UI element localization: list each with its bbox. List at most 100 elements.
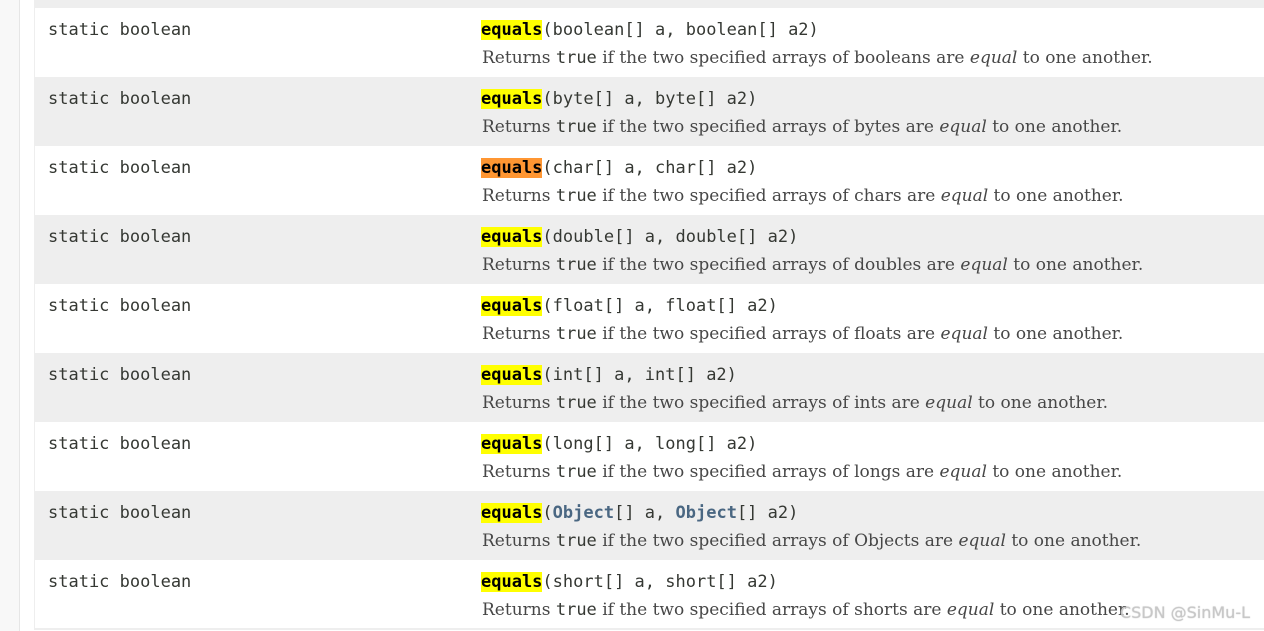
modifier-type: static boolean bbox=[48, 296, 192, 316]
desc-text: Returns bbox=[482, 186, 556, 206]
table-row: static boolean equals(int[] a, int[] a2)… bbox=[35, 353, 1264, 422]
method-signature: equals(byte[] a, byte[] a2) bbox=[481, 87, 757, 111]
method-signature: equals(short[] a, short[] a2) bbox=[481, 570, 778, 594]
method-link-equals-current-match[interactable]: equals bbox=[481, 158, 543, 178]
desc-text: if the two specified arrays of Objects a… bbox=[596, 531, 959, 551]
emphasis-equal: equal bbox=[939, 117, 987, 137]
method-link-equals[interactable]: equals bbox=[481, 20, 543, 40]
paren-open: ( bbox=[542, 434, 553, 454]
method-link-equals[interactable]: equals bbox=[481, 503, 543, 523]
method-description: Returns true if the two specified arrays… bbox=[482, 253, 1143, 277]
modifier-type: static boolean bbox=[48, 365, 192, 385]
method-description: Returns true if the two specified arrays… bbox=[482, 46, 1153, 70]
method-description: Returns true if the two specified arrays… bbox=[482, 529, 1141, 553]
object-type-link[interactable]: Object bbox=[675, 503, 737, 523]
code-true: true bbox=[555, 255, 597, 275]
method-signature: equals(int[] a, int[] a2) bbox=[481, 363, 737, 387]
desc-text: to one another. bbox=[986, 462, 1123, 482]
desc-text: to one another. bbox=[1007, 255, 1144, 275]
modifier-type: static boolean bbox=[48, 158, 192, 178]
desc-text: if the two specified arrays of bytes are bbox=[596, 117, 940, 137]
code-true: true bbox=[555, 117, 597, 137]
desc-text: if the two specified arrays of booleans … bbox=[596, 48, 970, 68]
table-row: static boolean equals(Object[] a, Object… bbox=[35, 491, 1264, 560]
method-signature: equals(float[] a, float[] a2) bbox=[481, 294, 778, 318]
desc-text: to one another. bbox=[994, 600, 1130, 620]
method-description: Returns true if the two specified arrays… bbox=[482, 115, 1122, 139]
paren-open: ( bbox=[542, 89, 553, 109]
method-link-equals[interactable]: equals bbox=[481, 572, 543, 592]
desc-text: to one another. bbox=[986, 117, 1123, 137]
desc-text: to one another. bbox=[1017, 48, 1153, 68]
emphasis-equal: equal bbox=[940, 186, 989, 206]
emphasis-equal: equal bbox=[958, 531, 1006, 551]
desc-text: if the two specified arrays of doubles a… bbox=[596, 255, 961, 275]
method-link-equals[interactable]: equals bbox=[481, 434, 543, 454]
method-description: Returns true if the two specified arrays… bbox=[482, 184, 1124, 208]
modifier-type: static boolean bbox=[48, 20, 192, 40]
desc-text: if the two specified arrays of ints are bbox=[596, 393, 926, 413]
desc-text: if the two specified arrays of floats ar… bbox=[596, 324, 941, 344]
code-true: true bbox=[555, 462, 597, 482]
desc-text: to one another. bbox=[972, 393, 1108, 413]
code-true: true bbox=[555, 324, 597, 344]
object-type-link[interactable]: Object bbox=[552, 503, 615, 523]
desc-text: Returns bbox=[482, 117, 556, 137]
modifier-type: static boolean bbox=[48, 434, 192, 454]
desc-text: Returns bbox=[482, 255, 556, 275]
paren-open: ( bbox=[542, 365, 553, 385]
desc-text: to one another. bbox=[988, 186, 1124, 206]
method-signature: equals(double[] a, double[] a2) bbox=[481, 225, 798, 249]
desc-text: Returns bbox=[482, 324, 556, 344]
code-true: true bbox=[555, 531, 597, 551]
method-description: Returns true if the two specified arrays… bbox=[482, 322, 1123, 346]
code-true: true bbox=[555, 393, 597, 413]
method-params: boolean[] a, boolean[] a2 bbox=[552, 20, 809, 40]
method-link-equals[interactable]: equals bbox=[481, 227, 543, 247]
method-signature: equals(char[] a, char[] a2) bbox=[481, 156, 757, 180]
desc-text: if the two specified arrays of chars are bbox=[596, 186, 941, 206]
modifier-type: static boolean bbox=[48, 572, 192, 592]
desc-text: Returns bbox=[482, 600, 556, 620]
method-params: char[] a, char[] a2 bbox=[552, 158, 748, 178]
modifier-type: static boolean bbox=[48, 227, 192, 247]
method-link-equals[interactable]: equals bbox=[481, 89, 543, 109]
code-true: true bbox=[555, 600, 597, 620]
method-params: float[] a, float[] a2 bbox=[552, 296, 768, 316]
method-params: [] a, bbox=[614, 503, 676, 523]
paren-open: ( bbox=[542, 572, 553, 592]
paren-close: ) bbox=[767, 572, 778, 592]
table-row: static boolean equals(byte[] a, byte[] a… bbox=[35, 77, 1264, 146]
desc-text: Returns bbox=[482, 48, 556, 68]
method-link-equals[interactable]: equals bbox=[481, 365, 543, 385]
method-description: Returns true if the two specified arrays… bbox=[482, 391, 1108, 415]
emphasis-equal: equal bbox=[940, 324, 988, 344]
method-params: byte[] a, byte[] a2 bbox=[552, 89, 748, 109]
paren-close: ) bbox=[808, 20, 819, 40]
method-link-equals[interactable]: equals bbox=[481, 296, 543, 316]
paren-open: ( bbox=[542, 296, 553, 316]
method-signature: equals(boolean[] a, boolean[] a2) bbox=[481, 18, 819, 42]
table-top-border bbox=[34, 0, 1264, 8]
method-signature: equals(Object[] a, Object[] a2) bbox=[481, 501, 798, 525]
method-description: Returns true if the two specified arrays… bbox=[482, 460, 1122, 484]
table-row: static boolean equals(float[] a, float[]… bbox=[35, 284, 1264, 353]
method-params: long[] a, long[] a2 bbox=[552, 434, 748, 454]
table-row: static boolean equals(char[] a, char[] a… bbox=[35, 146, 1264, 215]
paren-open: ( bbox=[542, 20, 553, 40]
emphasis-equal: equal bbox=[969, 48, 1018, 68]
desc-text: to one another. bbox=[987, 324, 1124, 344]
table-row: static boolean equals(short[] a, short[]… bbox=[35, 560, 1264, 630]
paren-close: ) bbox=[726, 365, 737, 385]
method-params: int[] a, int[] a2 bbox=[552, 365, 727, 385]
emphasis-equal: equal bbox=[925, 393, 973, 413]
paren-open: ( bbox=[542, 503, 553, 523]
desc-text: Returns bbox=[482, 531, 556, 551]
paren-close: ) bbox=[767, 296, 778, 316]
paren-open: ( bbox=[542, 227, 553, 247]
left-margin bbox=[0, 0, 20, 631]
desc-text: Returns bbox=[482, 393, 556, 413]
desc-text: Returns bbox=[482, 462, 556, 482]
desc-text: if the two specified arrays of shorts ar… bbox=[596, 600, 947, 620]
